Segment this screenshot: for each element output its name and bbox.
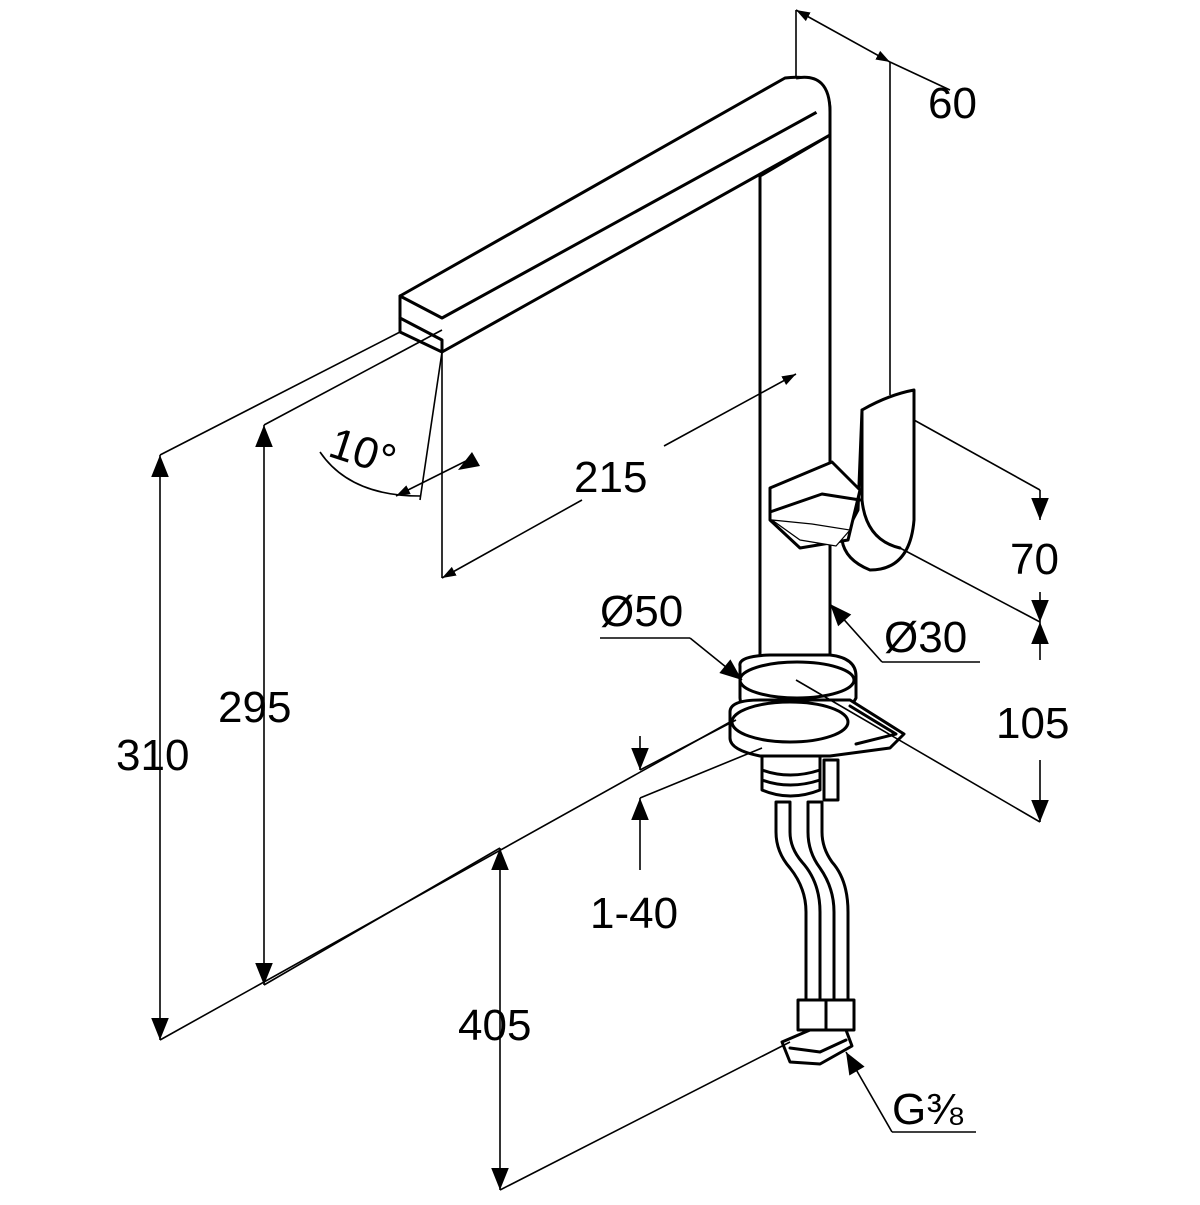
hose-fitting-left xyxy=(796,998,828,1032)
dim-310-label: 310 xyxy=(116,731,189,780)
hose-nut-face xyxy=(788,1038,848,1054)
base-rosette-ring xyxy=(738,660,856,700)
dim-dia50-label: Ø50 xyxy=(600,587,683,636)
lever-paddle xyxy=(840,388,916,572)
lever-paddle-face xyxy=(860,408,902,550)
spout-arm-top-edge xyxy=(398,104,830,320)
dim-10deg-label: 10° xyxy=(323,419,401,486)
dim-105-label: 105 xyxy=(996,699,1069,748)
stem-thread-lines xyxy=(760,768,822,787)
lever-arm-edge xyxy=(768,492,862,514)
dim-295-label: 295 xyxy=(218,683,291,732)
spout-tip-face xyxy=(398,316,444,354)
dim-215-label: 215 xyxy=(574,453,647,502)
dim-1-40-label: 1-40 xyxy=(590,889,678,938)
dimension-lines xyxy=(151,9,1049,1191)
dim-405-label: 405 xyxy=(458,1001,531,1050)
dim-70-label: 70 xyxy=(1010,535,1059,584)
dim-60-label: 60 xyxy=(928,79,977,128)
locking-pin xyxy=(822,758,840,802)
dim-g38-label: G⅜ xyxy=(892,1085,963,1134)
lever-arm-underside xyxy=(769,519,852,547)
hose-nut xyxy=(780,1028,854,1066)
mounting-bracket xyxy=(848,704,898,746)
dim-dia30-label: Ø30 xyxy=(884,613,967,662)
hose-fitting-right xyxy=(824,998,856,1032)
